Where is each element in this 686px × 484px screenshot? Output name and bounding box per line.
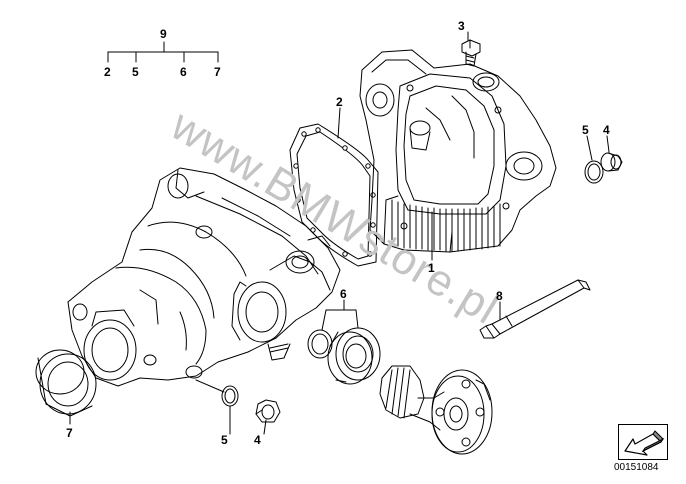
differential-housing-part xyxy=(67,167,341,387)
watermark-text: www.BMWstore.pl xyxy=(162,100,507,334)
screw-plug-bottom xyxy=(255,399,281,423)
sealing-ring-top xyxy=(584,160,604,184)
rear-cover-part xyxy=(359,49,557,253)
callout-5-bottom: 5 xyxy=(221,433,228,447)
callout-9-sub-7: 7 xyxy=(214,65,221,79)
screw-plug-top xyxy=(600,152,623,172)
callout-8: 8 xyxy=(496,289,503,303)
callout-4-top: 4 xyxy=(603,123,610,137)
callout-1: 1 xyxy=(428,261,435,275)
sealant-tube-part xyxy=(479,279,591,339)
leader-lines xyxy=(69,31,610,435)
callout-7: 7 xyxy=(66,426,73,440)
shaft-seal-left xyxy=(35,349,97,417)
callout-9-sub-2: 2 xyxy=(104,65,111,79)
shaft-seal-middle xyxy=(327,327,381,385)
callout-9-sub-6: 6 xyxy=(180,65,187,79)
gasket-part xyxy=(289,123,379,267)
callout-5-top: 5 xyxy=(582,123,589,137)
callout-4-bottom: 4 xyxy=(254,433,261,447)
output-flange-part xyxy=(379,365,493,455)
o-ring-middle xyxy=(307,329,333,359)
arrow-down-left-icon xyxy=(624,430,665,456)
sealing-ring-bottom xyxy=(221,385,239,407)
callout-6: 6 xyxy=(340,287,347,301)
callout-labels: 9 2 5 6 7 3 2 5 4 1 6 8 7 5 4 xyxy=(66,19,610,447)
bolt-part xyxy=(461,39,481,67)
callout-3: 3 xyxy=(458,19,465,33)
callout-2: 2 xyxy=(336,95,343,109)
group-bracket-9 xyxy=(107,41,219,63)
cooling-fins xyxy=(391,199,501,252)
diagram-number: 00151084 xyxy=(614,462,659,473)
callout-9-sub-5: 5 xyxy=(132,65,139,79)
navigation-box[interactable] xyxy=(618,424,668,460)
callout-9: 9 xyxy=(160,27,167,41)
